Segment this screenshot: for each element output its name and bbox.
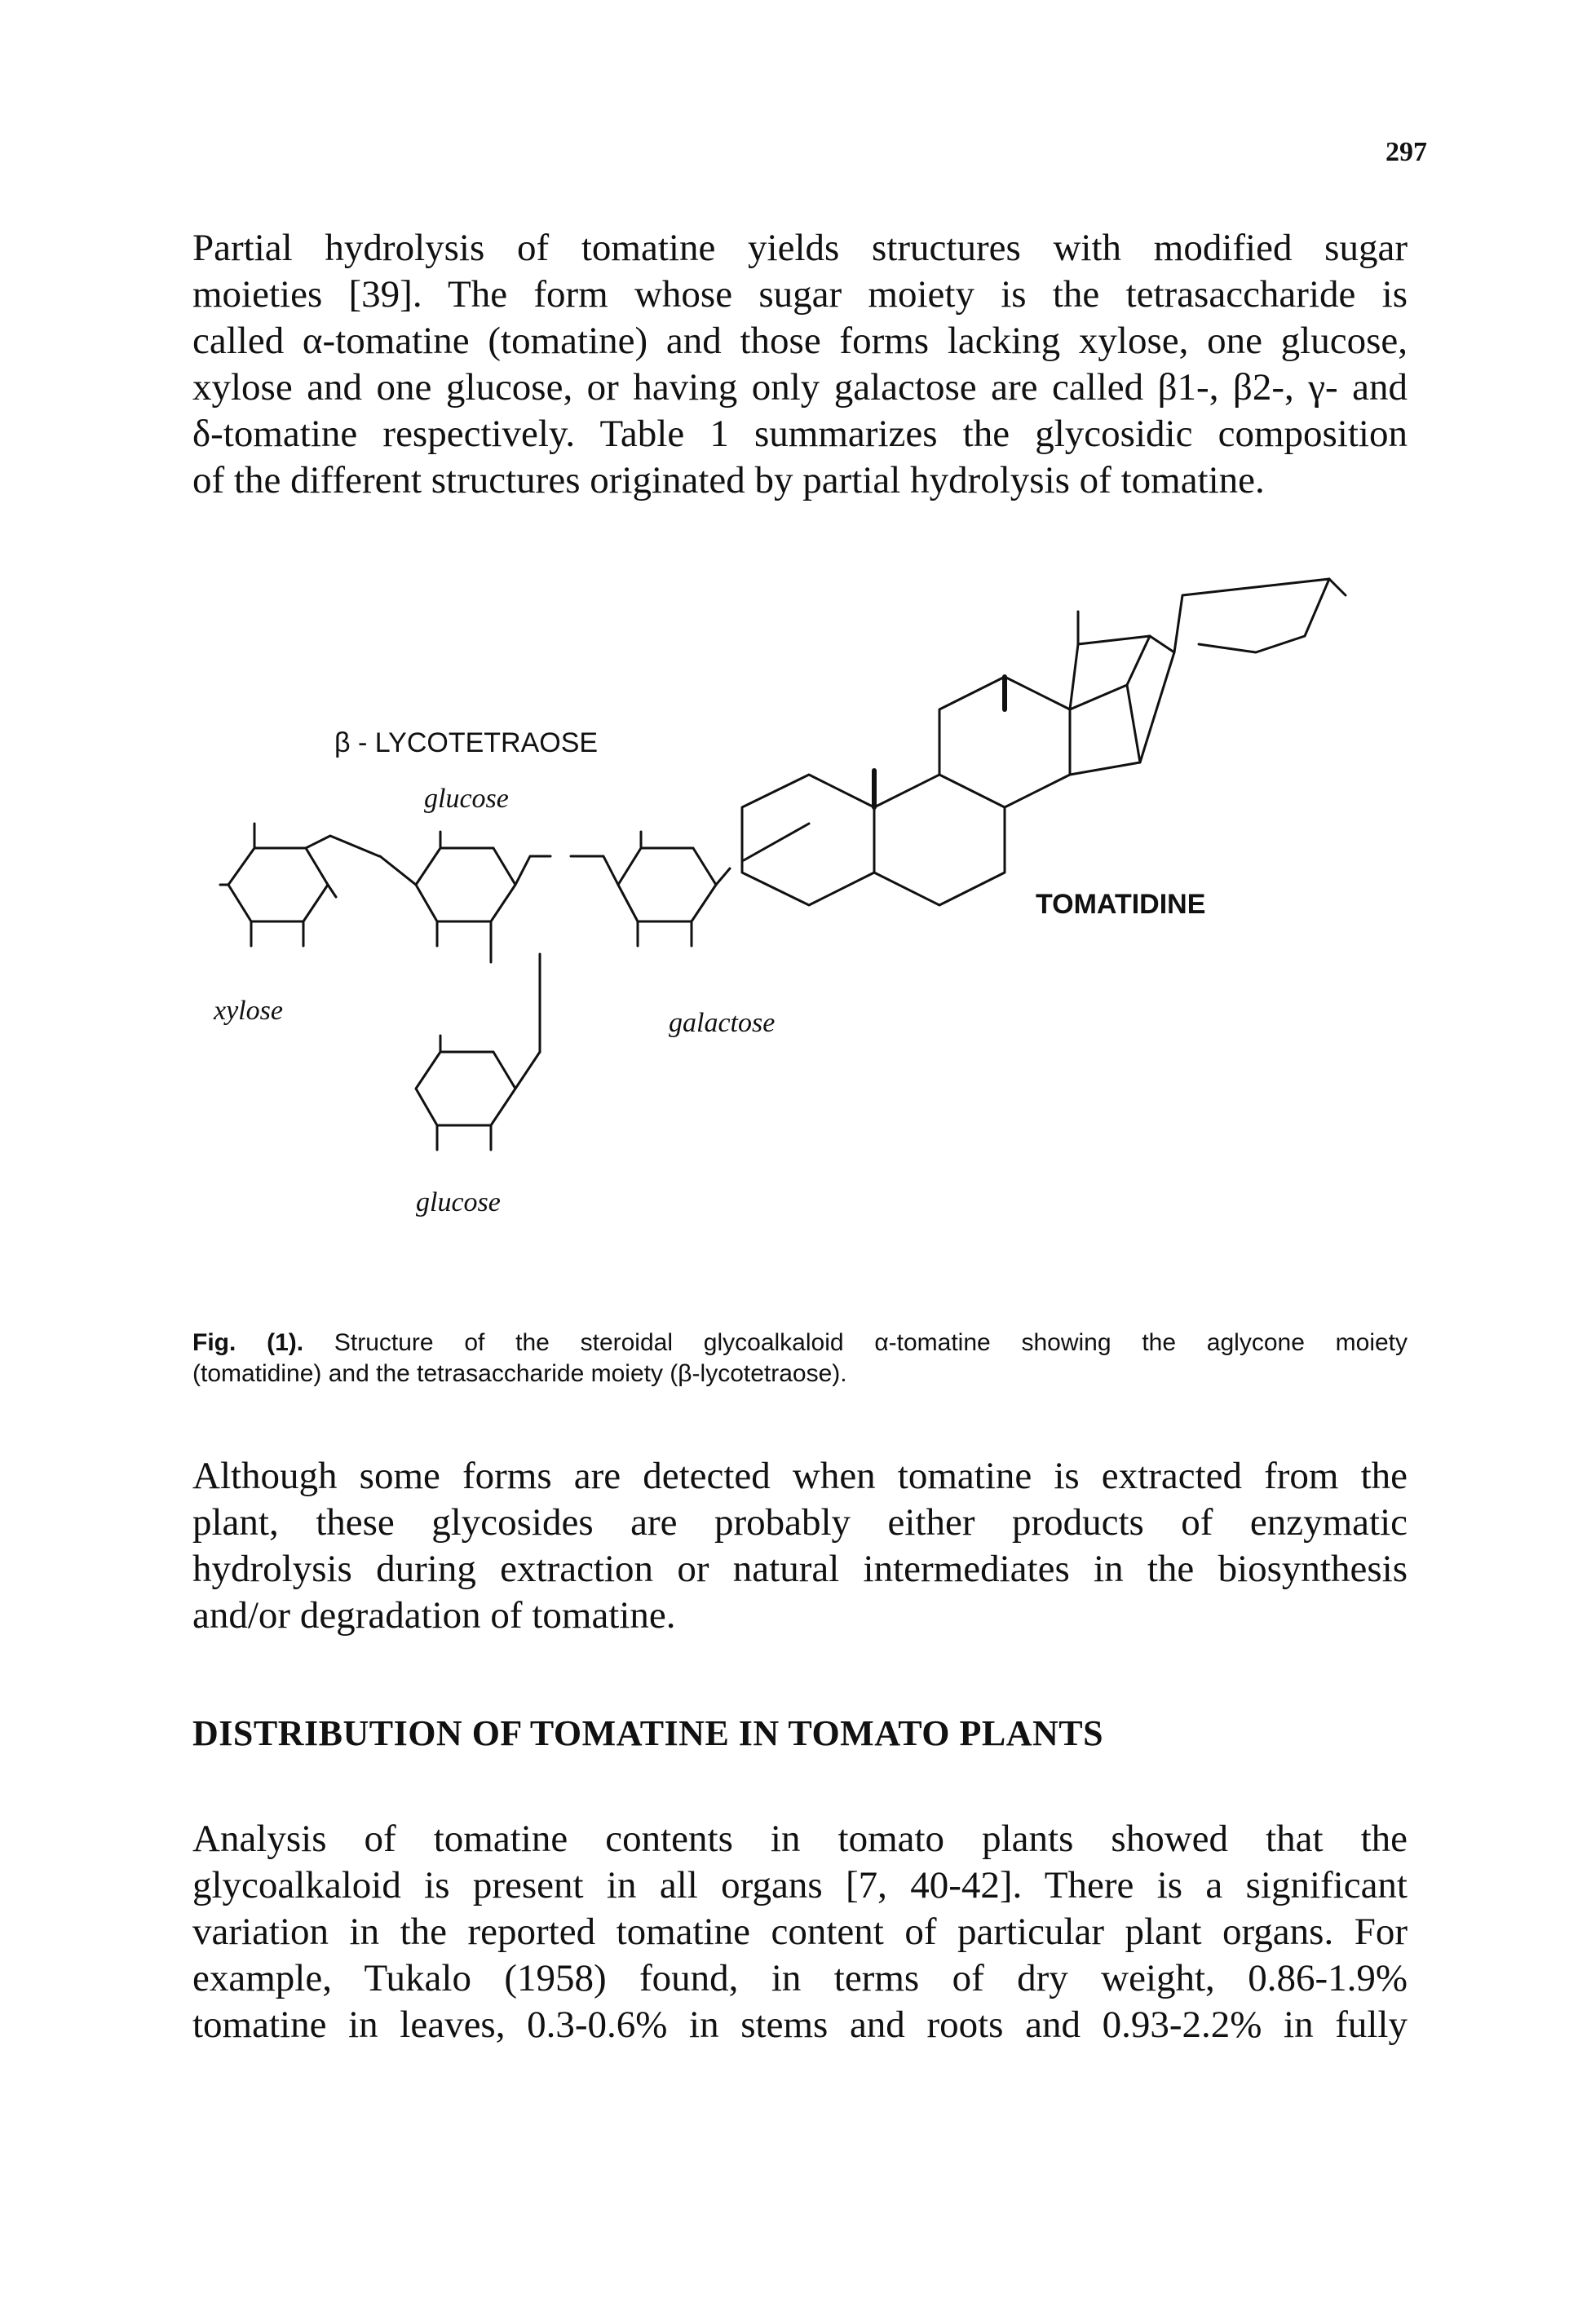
glycosidic-bond <box>378 855 418 886</box>
text-line: Although some forms are detected when to… <box>192 1455 1408 1497</box>
glycosidic-bond <box>514 855 552 886</box>
glucose-bottom-ring <box>414 1050 517 1127</box>
page-number: 297 <box>1385 137 1427 167</box>
figure-caption: Fig. (1). Structure of the steroidal gly… <box>192 1328 1408 1390</box>
methyl-bond <box>1328 577 1347 597</box>
xylose-ring <box>227 846 329 923</box>
caption-label: Fig. (1). <box>192 1329 304 1356</box>
tomatine-structure-diagram: β - LYCOTETRAOSE TOMATIDINE glucose xylo… <box>213 577 1347 1217</box>
aglycone-label: TOMATIDINE <box>1036 889 1205 920</box>
bond <box>514 1050 541 1090</box>
text-line: example, Tukalo (1958) found, in terms o… <box>192 1957 1408 1999</box>
text-line: δ-tomatine respectively. Table 1 summari… <box>192 413 1408 455</box>
bond <box>326 883 338 899</box>
caption-line-2: (tomatidine) and the tetrasaccharide moi… <box>192 1360 847 1387</box>
text-line: of the different structures originated b… <box>192 459 1265 501</box>
text-line: tomatine in leaves, 0.3-0.6% in stems an… <box>192 2004 1408 2046</box>
text-line: glycoalkaloid is present in all organs [… <box>192 1864 1408 1906</box>
tomatine-structure-figure: β - LYCOTETRAOSE TOMATIDINE glucose xylo… <box>188 563 1427 1264</box>
paragraph-partial-hydrolysis: Partial hydrolysis of tomatine yields st… <box>192 225 1408 504</box>
steroid-ring-c <box>938 675 1072 809</box>
text-line: Analysis of tomatine contents in tomato … <box>192 1818 1408 1860</box>
paragraph-analysis: Analysis of tomatine contents in tomato … <box>192 1816 1408 2048</box>
figure-title: β - LYCOTETRAOSE <box>334 727 598 758</box>
steroid-ring-e <box>1068 634 1151 711</box>
text-line: and/or degradation of tomatine. <box>192 1594 676 1637</box>
section-heading: DISTRIBUTION OF TOMATINE IN TOMATO PLANT… <box>192 1713 1104 1753</box>
caption-text: Structure of the steroidal glycoalkaloid… <box>334 1329 1408 1356</box>
spiro-ring <box>1125 634 1176 764</box>
text-line: Partial hydrolysis of tomatine yields st… <box>192 227 1408 269</box>
text-line: xylose and one glucose, or having only g… <box>192 366 1408 409</box>
sugar-label-galactose: galactose <box>669 1008 775 1038</box>
text-line: hydrolysis during extraction or natural … <box>192 1548 1408 1590</box>
sugar-label-glucose-top: glucose <box>424 784 509 814</box>
glycosidic-bond <box>742 822 811 862</box>
text-line: variation in the reported tomatine conte… <box>192 1911 1408 1953</box>
piperidine-ring <box>1173 577 1331 654</box>
sugar-label-xylose: xylose <box>213 996 283 1026</box>
text-line: plant, these glycosides are probably eit… <box>192 1501 1408 1544</box>
steroid-ring-a <box>740 773 876 907</box>
glycosidic-bond <box>569 855 620 886</box>
paragraph-glycosides: Although some forms are detected when to… <box>192 1453 1408 1639</box>
galactose-ring <box>617 846 718 923</box>
sugar-label-glucose-bottom: glucose <box>416 1187 501 1217</box>
caption-line-1: Fig. (1). Structure of the steroidal gly… <box>192 1328 1408 1359</box>
glycosidic-bond <box>304 834 381 858</box>
text-line: called α-tomatine (tomatine) and those f… <box>192 320 1408 362</box>
steroid-ring-d <box>1068 683 1142 776</box>
steroid-ring-b <box>873 773 1006 907</box>
glucose-top-ring <box>414 846 517 923</box>
text-line: moieties [39]. The form whose sugar moie… <box>192 273 1408 316</box>
bond <box>714 867 731 886</box>
